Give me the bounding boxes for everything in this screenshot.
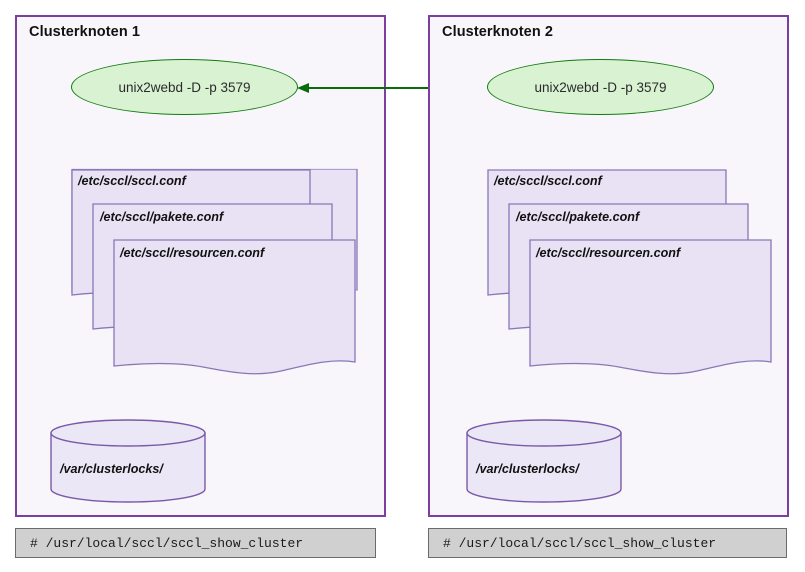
config-label-resourcen-conf-node-1: /etc/sccl/resourcen.conf: [120, 246, 265, 260]
config-label-pakete-conf-node-1: /etc/sccl/pakete.conf: [100, 210, 224, 224]
document-front-shape[interactable]: [529, 239, 772, 375]
cylinder-shape-node-1: [50, 419, 206, 503]
cluster-node-title-2: Clusterknoten 2: [442, 24, 554, 40]
cylinder-shape-node-2: [466, 419, 622, 503]
command-text-node-2: # /usr/local/sccl/sccl_show_cluster: [443, 535, 717, 551]
daemon-process-node-2[interactable]: unix2webd -D -p 3579: [487, 59, 714, 115]
clusterlocks-label-node-2: /var/clusterlocks/: [476, 462, 579, 476]
config-label-resourcen-conf-node-2: /etc/sccl/resourcen.conf: [536, 246, 681, 260]
daemon-label-node-1: unix2webd -D -p 3579: [118, 79, 251, 95]
command-bar-node-1[interactable]: # /usr/local/sccl/sccl_show_cluster: [15, 528, 376, 558]
daemon-process-node-1[interactable]: unix2webd -D -p 3579: [71, 59, 298, 115]
config-label-sccl-conf-node-1: /etc/sccl/sccl.conf: [78, 174, 186, 188]
clusterlocks-storage-node-2[interactable]: /var/clusterlocks/: [465, 419, 623, 503]
config-label-pakete-conf-node-2: /etc/sccl/pakete.conf: [516, 210, 640, 224]
cluster-node-title-1: Clusterknoten 1: [29, 24, 141, 40]
clusterlocks-storage-node-1[interactable]: /var/clusterlocks/: [49, 419, 207, 503]
config-label-sccl-conf-node-2: /etc/sccl/sccl.conf: [494, 174, 602, 188]
document-layers-node-2: [487, 169, 772, 375]
document-front-shape[interactable]: [113, 239, 356, 375]
daemon-label-node-2: unix2webd -D -p 3579: [534, 79, 667, 95]
document-layers-node-1: [71, 169, 356, 375]
command-bar-node-2[interactable]: # /usr/local/sccl/sccl_show_cluster: [428, 528, 787, 558]
config-document-stack-node-2: /etc/sccl/sccl.conf /etc/sccl/pakete.con…: [486, 168, 786, 383]
clusterlocks-label-node-1: /var/clusterlocks/: [60, 462, 163, 476]
command-text-node-1: # /usr/local/sccl/sccl_show_cluster: [30, 535, 304, 551]
config-document-stack-node-1: /etc/sccl/sccl.conf /etc/sccl/pakete.con…: [70, 168, 370, 383]
